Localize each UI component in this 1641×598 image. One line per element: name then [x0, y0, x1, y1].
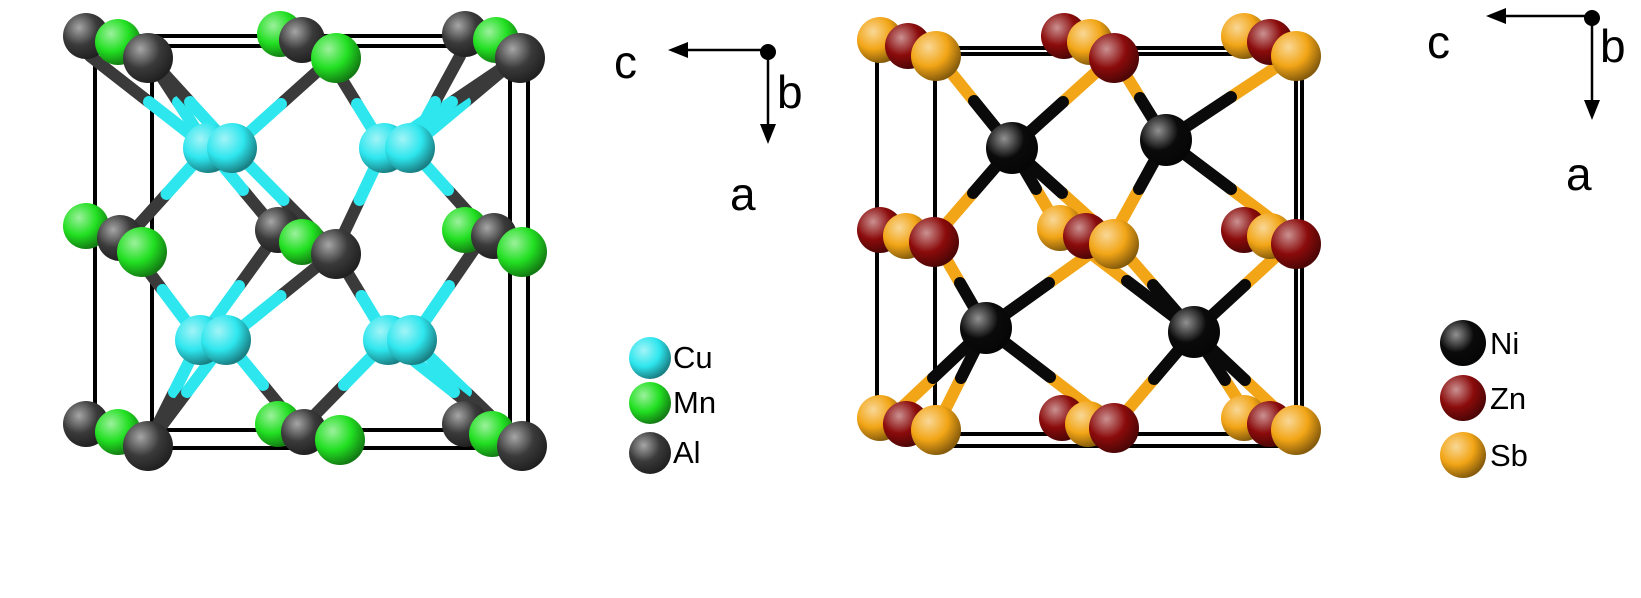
zn-legend-swatch	[1440, 375, 1486, 421]
left-mn-atom	[497, 227, 547, 277]
right-ni-atom	[960, 302, 1012, 354]
right-sb-atom	[1089, 219, 1139, 269]
right-zn-atom	[1089, 403, 1139, 453]
left-mn-atom	[117, 227, 167, 277]
cu-legend-swatch	[629, 337, 671, 379]
mn-legend-swatch	[629, 382, 671, 424]
left-al-atom	[123, 421, 173, 471]
left-c-axis-label: c	[614, 36, 637, 88]
left-al-atom	[311, 229, 361, 279]
right-b-axis-dot	[1584, 10, 1600, 26]
left-mn-atom	[311, 33, 361, 83]
right-ni-atom	[1140, 114, 1192, 166]
left-a-arrowhead	[760, 124, 776, 144]
right-zn-atom	[1089, 33, 1139, 83]
left-axis-indicator: c b a	[614, 36, 803, 220]
left-atoms	[63, 11, 547, 471]
right-ni-atom	[986, 122, 1038, 174]
left-al-atom	[497, 421, 547, 471]
left-c-arrowhead	[668, 42, 688, 58]
right-a-arrowhead	[1584, 100, 1600, 120]
right-panel: c b a Ni Zn Sb	[857, 8, 1626, 478]
ni-legend-swatch	[1440, 320, 1486, 366]
left-cu-atom	[201, 315, 251, 365]
left-panel: c b a Cu Mn Al	[63, 11, 803, 474]
left-al-atom	[495, 33, 545, 83]
left-a-axis-label: a	[730, 168, 756, 220]
mn-legend-label: Mn	[673, 385, 716, 420]
right-ni-atom	[1168, 306, 1220, 358]
left-b-axis-dot	[760, 44, 776, 60]
left-b-axis-label: b	[777, 66, 803, 118]
al-legend-swatch	[629, 432, 671, 474]
legend-item-mn: Mn	[629, 382, 716, 424]
left-bond	[429, 50, 466, 108]
legend-item-zn: Zn	[1440, 375, 1526, 421]
al-legend-label: Al	[673, 435, 701, 470]
sb-legend-swatch	[1440, 432, 1486, 478]
left-legend: Cu Mn Al	[629, 337, 716, 474]
right-legend: Ni Zn Sb	[1440, 320, 1528, 478]
right-c-axis-label: c	[1427, 16, 1450, 68]
left-bond	[84, 50, 155, 108]
legend-item-cu: Cu	[629, 337, 713, 379]
right-atoms	[857, 13, 1321, 455]
right-zn-atom	[1271, 219, 1321, 269]
right-sb-atom	[911, 405, 961, 455]
right-zn-atom	[909, 217, 959, 267]
ni-legend-label: Ni	[1490, 326, 1519, 361]
legend-item-al: Al	[629, 432, 701, 474]
right-a-axis-label: a	[1566, 148, 1592, 200]
right-sb-atom	[911, 31, 961, 81]
legend-item-ni: Ni	[1440, 320, 1519, 366]
left-al-atom	[123, 33, 173, 83]
cu-legend-label: Cu	[673, 340, 713, 375]
right-b-axis-label: b	[1600, 20, 1626, 72]
left-mn-atom	[315, 415, 365, 465]
zn-legend-label: Zn	[1490, 381, 1526, 416]
right-sb-atom	[1271, 31, 1321, 81]
right-c-arrowhead	[1486, 8, 1506, 24]
left-cu-atom	[385, 123, 435, 173]
left-cu-atom	[387, 315, 437, 365]
right-axis-indicator: c b a	[1427, 8, 1626, 200]
left-cu-atom	[207, 123, 257, 173]
sb-legend-label: Sb	[1490, 438, 1528, 473]
right-sb-atom	[1271, 405, 1321, 455]
legend-item-sb: Sb	[1440, 432, 1528, 478]
